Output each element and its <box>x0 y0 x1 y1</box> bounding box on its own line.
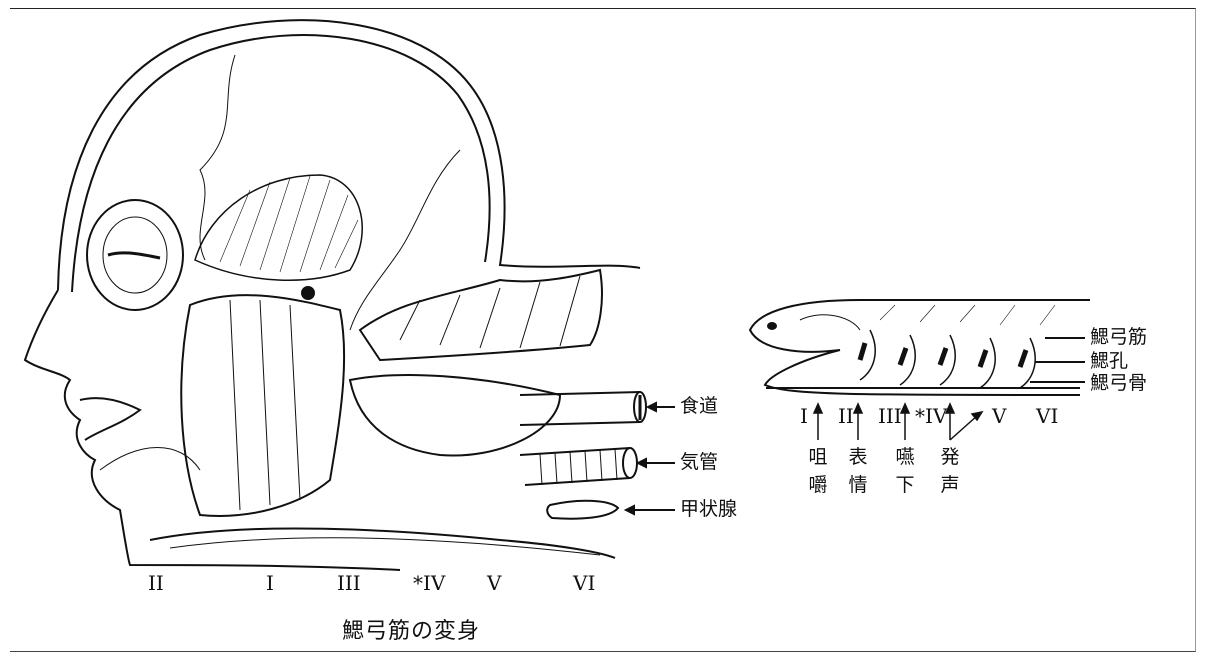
trachea-tube <box>520 448 630 485</box>
function-expression: 表情 <box>847 443 869 499</box>
fish-arch-number: III <box>878 406 902 426</box>
esophagus-tube <box>520 392 640 425</box>
function-swallowing: 嚥下 <box>894 443 916 499</box>
skull-outline <box>58 20 640 290</box>
function-mastication: 咀嚼 <box>807 443 829 499</box>
head-arch-number: VI <box>573 573 595 593</box>
function-phonation: 発声 <box>939 443 961 499</box>
fish-arch-number: II <box>838 406 854 426</box>
label-trachea: 気管 <box>680 453 718 472</box>
fish-arch-number: I <box>800 406 808 426</box>
label-esophagus: 食道 <box>680 397 718 416</box>
head-arch-number: II <box>148 573 164 593</box>
label-gill-slit: 鰓孔 <box>1090 352 1128 371</box>
fish-gill-arches <box>860 330 1035 388</box>
label-arch-bone: 鰓弓骨 <box>1090 374 1147 393</box>
fish-body <box>750 300 1090 395</box>
label-thyroid: 甲状腺 <box>680 500 737 519</box>
figure-caption: 鰓弓筋の変身 <box>342 613 480 645</box>
head-arch-number: V <box>487 573 501 593</box>
label-arch-muscle: 鰓弓筋 <box>1090 328 1147 347</box>
head-arch-number: I <box>266 573 274 593</box>
head-arch-number: III <box>337 573 361 593</box>
fish-arch-number: V <box>992 406 1006 426</box>
fish-arch-number: *IV <box>915 406 947 426</box>
temporalis-muscle <box>195 175 362 280</box>
fish-arch-number: VI <box>1036 406 1058 426</box>
thyroid-gland <box>547 501 618 519</box>
head-arch-number: *IV <box>413 573 445 593</box>
